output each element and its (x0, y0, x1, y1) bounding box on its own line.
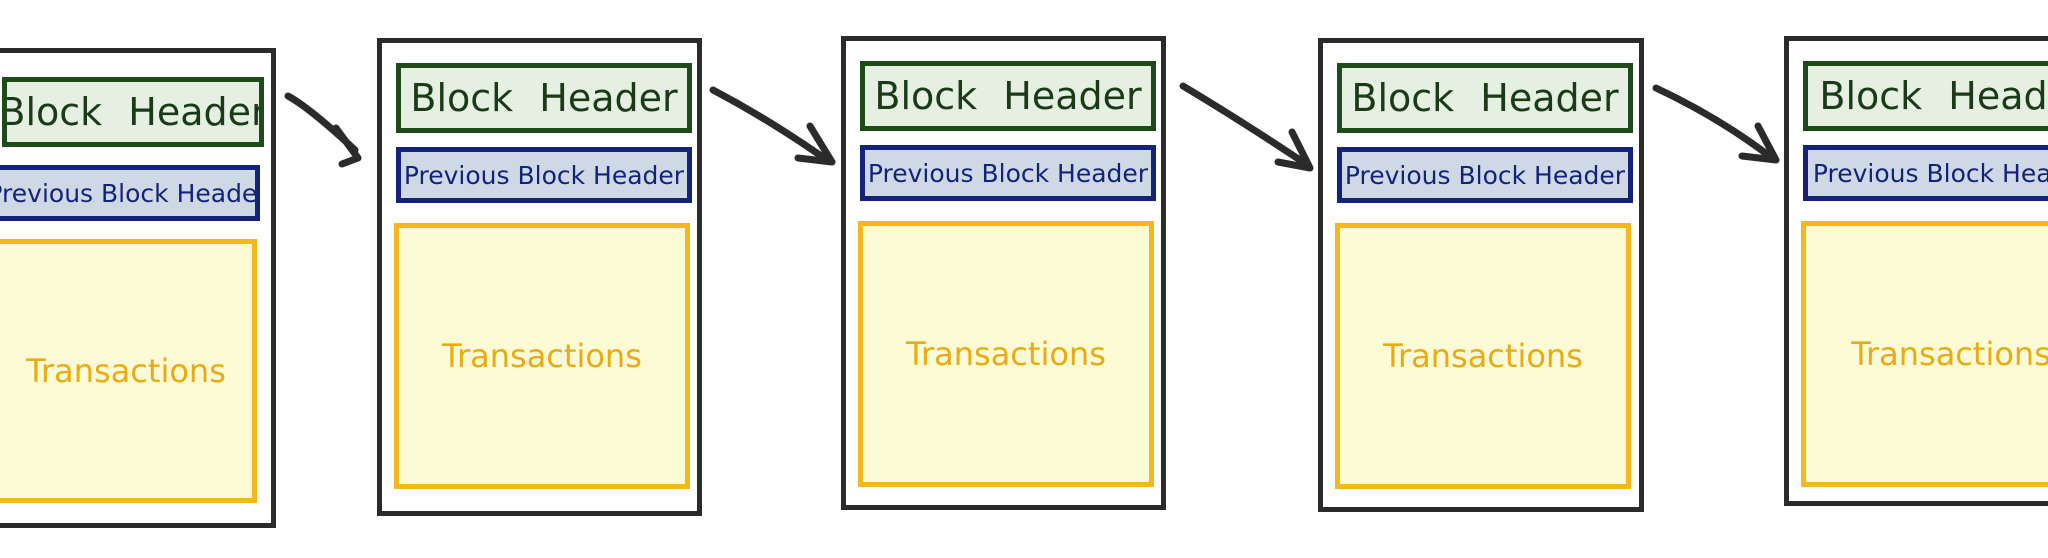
previous-block-header: Previous Block Header (860, 145, 1156, 201)
block-header: Block Header (1337, 63, 1633, 133)
previous-block-header: Previous Block Header (1803, 145, 2048, 201)
previous-block-header: Previous Block Header (1337, 147, 1633, 203)
transactions: Transactions (1335, 223, 1631, 489)
arrow-4-to-5 (1652, 84, 1780, 164)
transactions: Transactions (858, 221, 1154, 487)
block-header: Block Header (2, 77, 264, 147)
block-header: Block Header (1803, 61, 2048, 131)
arrow-2-to-3 (709, 86, 836, 166)
block-4: Block Header Previous Block Header Trans… (1318, 38, 1644, 512)
block-3: Block Header Previous Block Header Trans… (841, 36, 1166, 510)
previous-block-header: Previous Block Header (0, 165, 260, 221)
previous-block-header: Previous Block Header (396, 147, 692, 203)
block-1: Block Header Previous Block Header Trans… (0, 48, 276, 528)
arrow-1-to-2 (284, 92, 362, 168)
transactions: Transactions (0, 239, 257, 503)
block-header: Block Header (396, 63, 692, 133)
transactions: Transactions (1801, 221, 2048, 487)
block-5: Block Header Previous Block Header Trans… (1784, 36, 2048, 506)
transactions: Transactions (394, 223, 690, 489)
arrow-3-to-4 (1179, 82, 1314, 172)
block-2: Block Header Previous Block Header Trans… (377, 38, 702, 516)
block-header: Block Header (860, 61, 1156, 131)
